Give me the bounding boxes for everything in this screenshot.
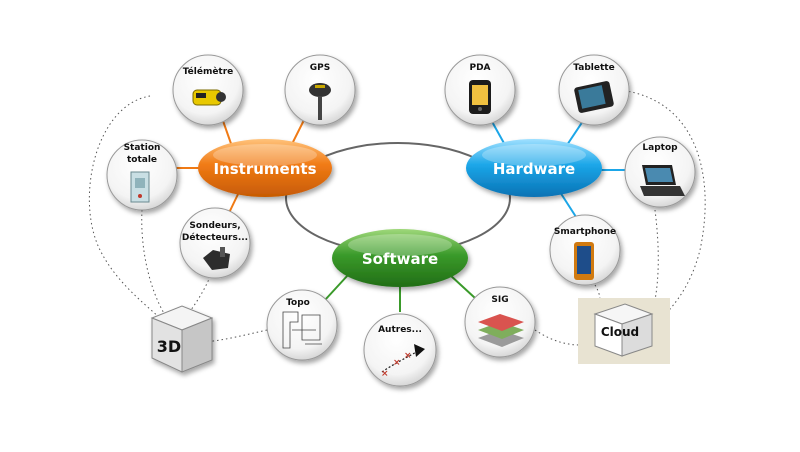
software-connectors — [324, 274, 476, 312]
node-gps-label: GPS — [310, 63, 330, 73]
node-station-label-line1: Station — [124, 143, 161, 153]
laptop-icon — [640, 165, 685, 196]
dotted-link-topo-3d — [204, 329, 268, 343]
cube-3d-label: 3D — [157, 337, 181, 356]
node-topo: Topo — [266, 289, 338, 361]
node-telemetre-label: Télémètre — [183, 66, 234, 77]
node-laptop-label: Laptop — [642, 143, 678, 153]
hub-hardware-label: Hardware — [493, 160, 575, 178]
node-sondeurs: Sondeurs, Détecteurs... — [179, 207, 251, 279]
dotted-link-sig-cloud — [534, 329, 581, 346]
node-pda: PDA — [444, 54, 516, 126]
node-gps: GPS — [284, 54, 356, 126]
hub-hardware — [466, 139, 602, 197]
hub-software-label: Software — [362, 250, 438, 268]
dotted-link-left-outer — [88, 95, 161, 319]
node-sondeurs-label-line2: Détecteurs... — [182, 232, 248, 243]
cube-cloud-label: Cloud — [601, 325, 639, 339]
svg-text:×: × — [393, 358, 401, 368]
node-topo-label: Topo — [286, 298, 310, 308]
hub-software — [332, 229, 468, 287]
smartphone-icon — [574, 242, 594, 280]
node-tablette-label: Tablette — [573, 63, 614, 73]
node-laptop: Laptop — [624, 136, 696, 208]
node-tablette: Tablette — [558, 54, 630, 126]
node-sig-label: SIG — [491, 295, 508, 305]
node-autres: × × × Autres... — [363, 313, 437, 387]
gps-receiver-icon — [309, 83, 331, 120]
dotted-link-right-outer — [619, 89, 706, 326]
svg-text:×: × — [381, 369, 389, 379]
route-arrow-icon: × × × — [381, 344, 425, 379]
total-station-icon — [130, 171, 150, 203]
node-autres-label: Autres... — [378, 325, 422, 335]
dotted-link-station-3d — [141, 209, 166, 316]
node-telemetre: Télémètre — [172, 54, 244, 126]
node-smartphone-label: Smartphone — [554, 227, 616, 237]
node-sig: SIG — [464, 286, 536, 358]
node-station-totale: Station totale — [106, 139, 178, 211]
hub-instruments-label: Instruments — [213, 160, 316, 178]
node-sondeurs-label-line1: Sondeurs, — [189, 221, 240, 231]
detector-icon — [203, 247, 230, 270]
rangefinder-icon — [192, 89, 226, 106]
node-pda-label: PDA — [469, 63, 490, 73]
dotted-link-smartphone-cloud — [594, 284, 601, 301]
tablet-icon — [574, 81, 614, 113]
gis-layers-icon — [478, 314, 524, 347]
hub-instruments — [198, 139, 332, 197]
dotted-link-laptop-cloud — [649, 209, 659, 321]
node-station-label-line2: totale — [127, 155, 157, 165]
node-smartphone: Smartphone — [549, 214, 621, 286]
svg-text:×: × — [404, 351, 412, 361]
topo-plan-icon — [282, 311, 322, 349]
pda-icon — [469, 80, 491, 114]
cube-3d — [150, 305, 214, 373]
cube-cloud — [578, 298, 670, 364]
